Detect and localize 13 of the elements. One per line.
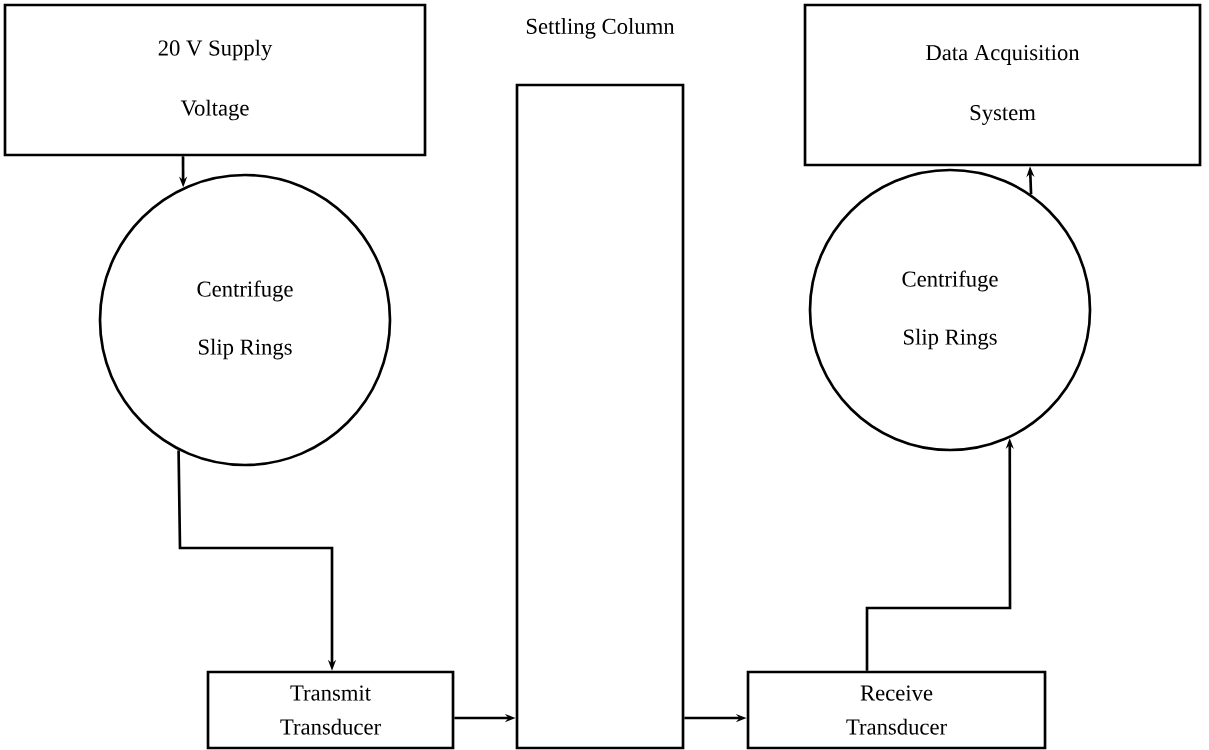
node-label: Centrifuge Slip Rings — [197, 280, 293, 360]
process-box — [803, 3, 1202, 167]
slip-ring-circle — [808, 168, 1092, 452]
process-box — [746, 670, 1047, 750]
process-box — [3, 3, 427, 157]
slip-ring-circle — [98, 173, 392, 467]
node-label: Transmit Transducer — [280, 685, 381, 735]
node-label: 20 V Supply Voltage — [158, 39, 273, 121]
node-label: Centrifuge Slip Rings — [902, 270, 998, 350]
node-label: Data Acquisition System — [926, 45, 1080, 125]
column-heading: Settling Column — [526, 18, 675, 39]
process-box — [206, 670, 455, 750]
node-label: Receive Transducer — [846, 685, 947, 735]
